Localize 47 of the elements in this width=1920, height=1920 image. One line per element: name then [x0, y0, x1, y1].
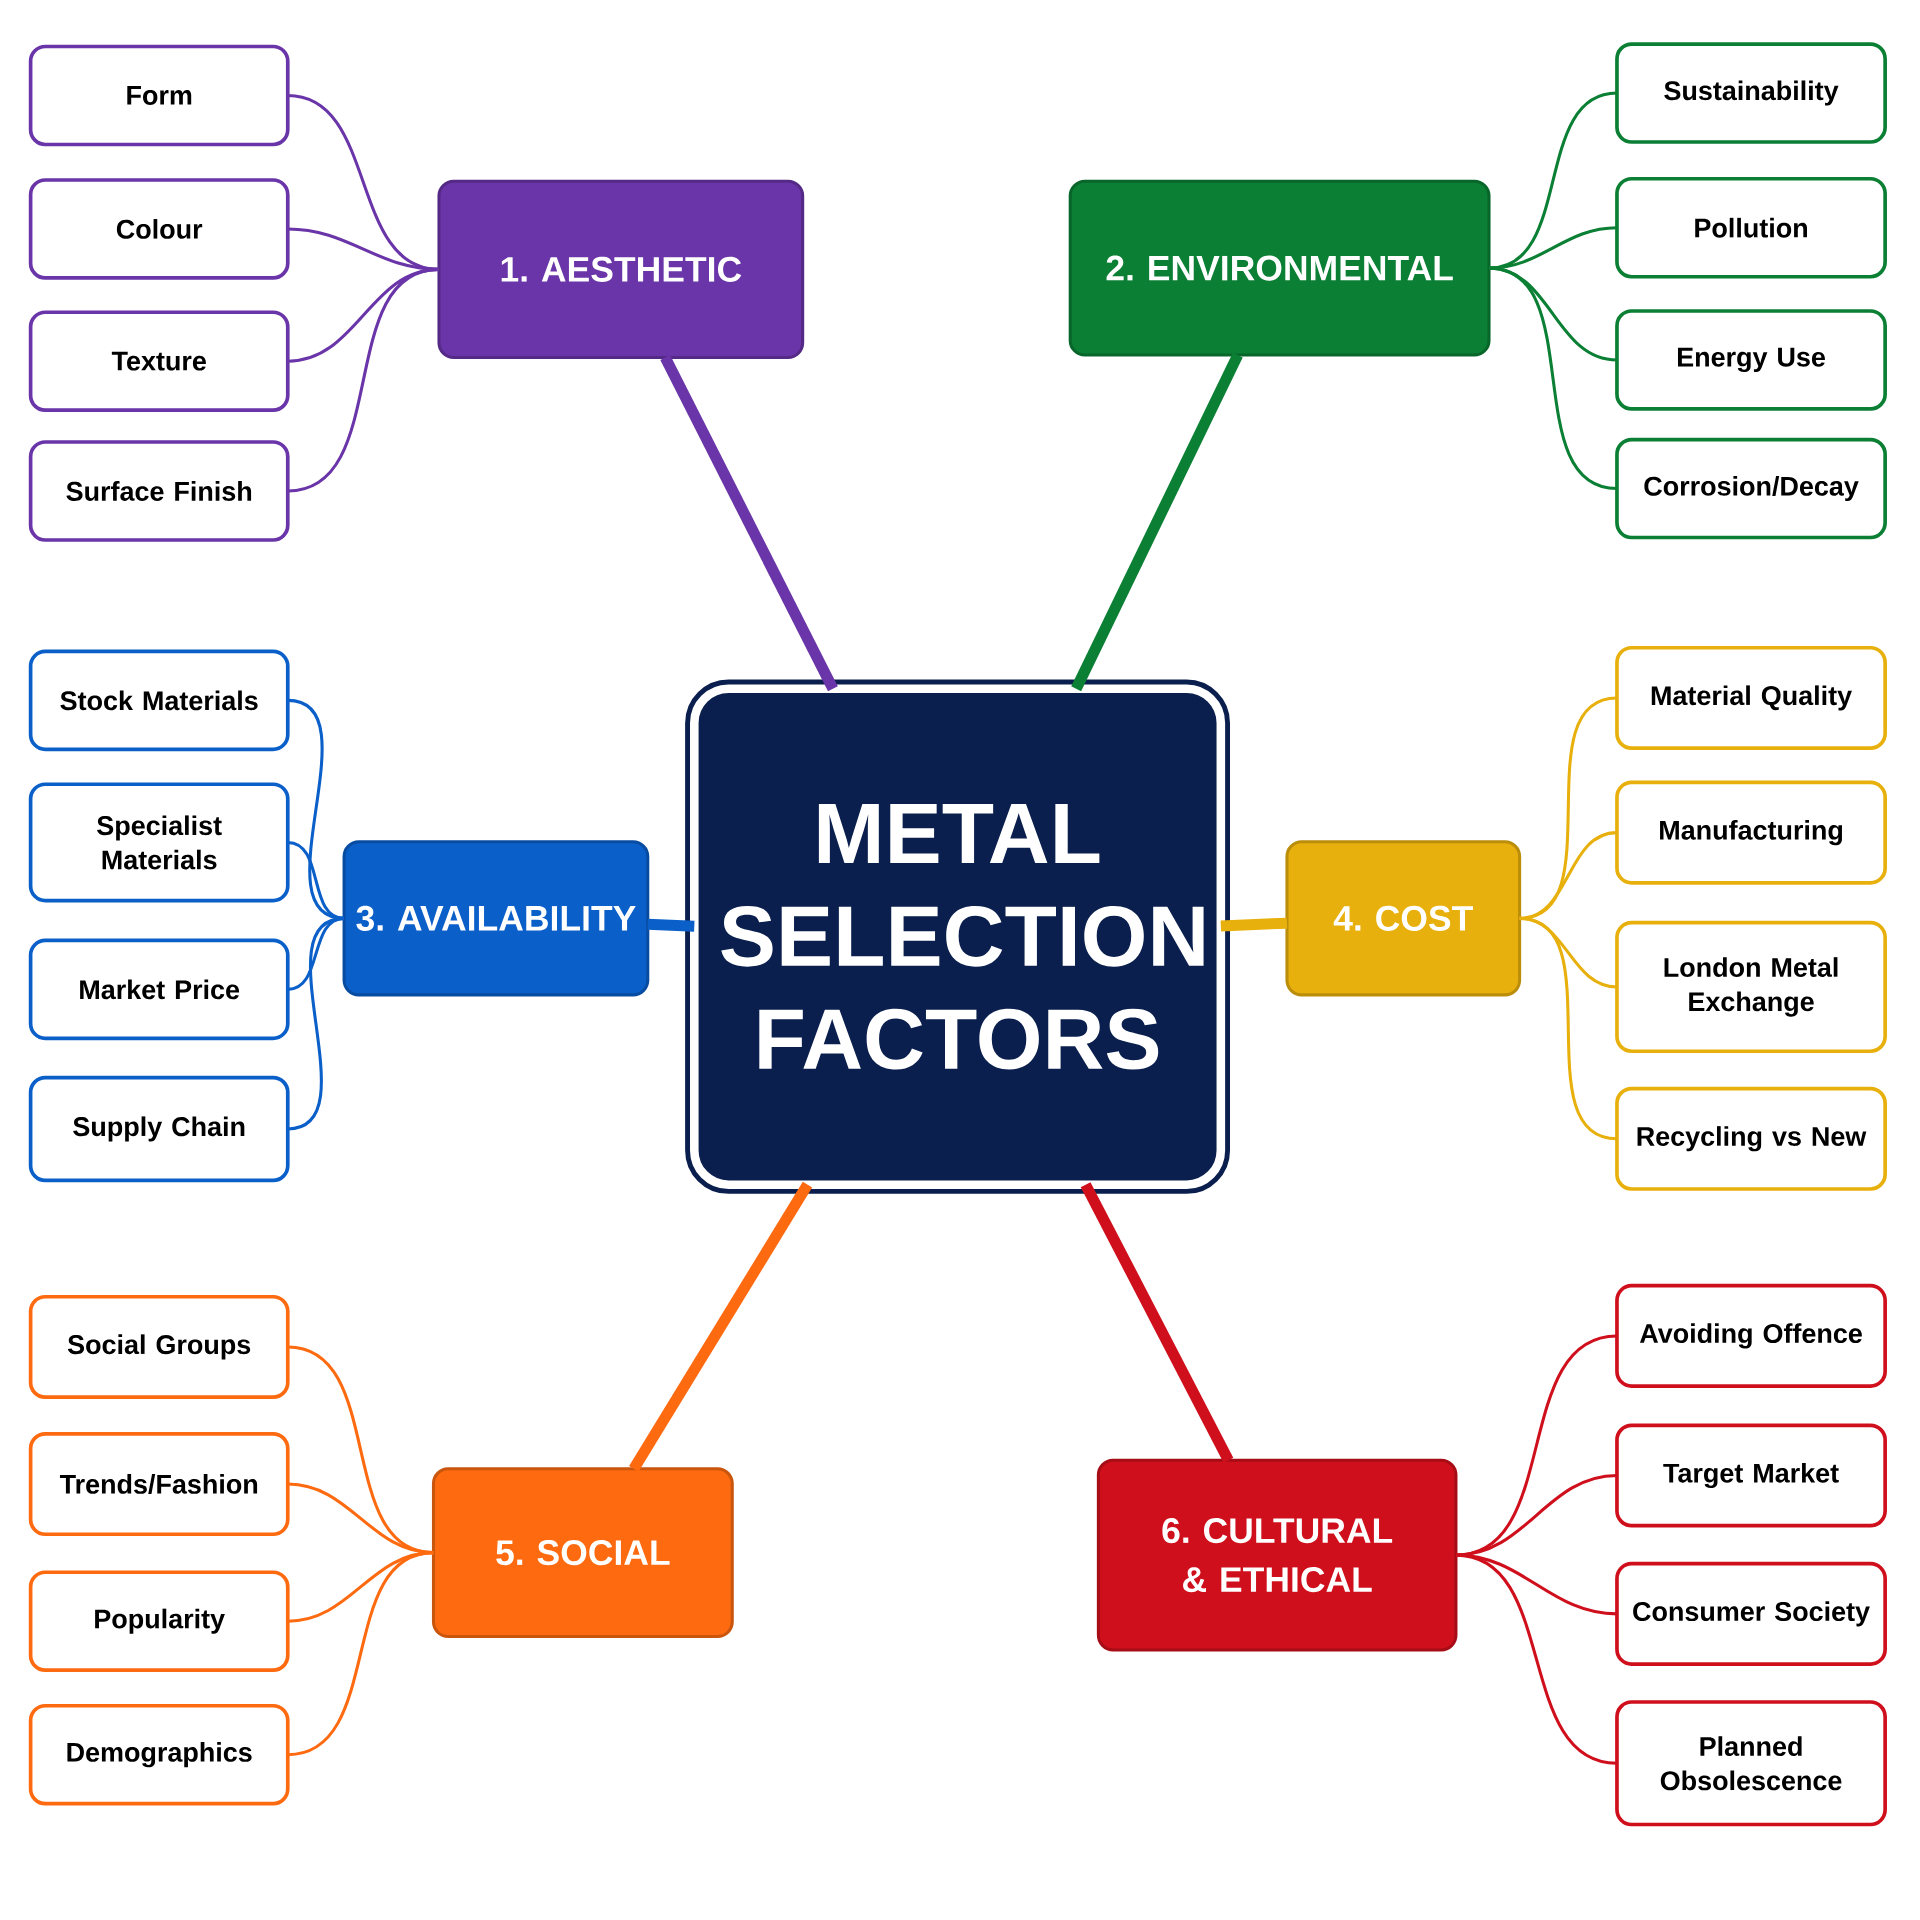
connector-line: [660, 355, 838, 692]
factor-box: Popularity: [28, 1570, 290, 1673]
factor-box: Avoiding Offence: [1615, 1283, 1887, 1388]
category-box: 5. SOCIAL: [431, 1467, 734, 1639]
category-box: 3. AVAILABILITY: [342, 840, 650, 997]
factor-box: Energy Use: [1615, 309, 1887, 411]
connector-line: [287, 840, 345, 920]
category-box: 4. COST: [1285, 840, 1522, 997]
connector-line: [287, 1551, 434, 1757]
title-box: METAL SELECTION FACTORS: [685, 679, 1230, 1194]
connector-line: [1071, 352, 1243, 692]
factor-box: Surface Finish: [28, 440, 290, 542]
factor-box: Trends/Fashion: [28, 1432, 290, 1537]
category-box: 1. AESTHETIC: [437, 179, 805, 360]
connector-line: [1519, 916, 1618, 1141]
factor-box: Supply Chain: [28, 1075, 290, 1183]
factor-box: Texture: [28, 310, 290, 412]
factor-box: Form: [28, 44, 290, 147]
category-box: 6. CULTURAL & ETHICAL: [1096, 1458, 1458, 1652]
category-box: 2. ENVIRONMENTAL: [1068, 179, 1491, 357]
factor-box: Corrosion/Decay: [1615, 437, 1887, 540]
connector-line: [1220, 917, 1288, 932]
factor-box: London Metal Exchange: [1615, 920, 1887, 1054]
connector-line: [287, 267, 440, 493]
factor-box: Pollution: [1615, 176, 1887, 279]
connector-line: [1080, 1182, 1234, 1463]
connector-line: [1455, 1553, 1618, 1765]
factor-box: Material Quality: [1615, 645, 1887, 750]
factor-box: Demographics: [28, 1703, 290, 1806]
connector-line: [1488, 226, 1618, 270]
connector-line: [1455, 1473, 1618, 1557]
factor-box: Sustainability: [1615, 42, 1887, 144]
factor-box: Consumer Society: [1615, 1561, 1887, 1666]
factor-box: Colour: [28, 178, 290, 280]
factor-box: Manufacturing: [1615, 780, 1887, 885]
factor-box: Target Market: [1615, 1423, 1887, 1528]
connector-line: [1488, 266, 1618, 491]
factor-box: Social Groups: [28, 1294, 290, 1399]
connector-line: [629, 1181, 813, 1472]
factor-box: Recycling vs New: [1615, 1086, 1887, 1191]
factor-box: Specialist Materials: [28, 782, 290, 903]
connector-line: [287, 916, 345, 1131]
connector-line: [647, 918, 695, 932]
factor-box: Stock Materials: [28, 649, 290, 752]
factor-box: Market Price: [28, 938, 290, 1041]
factor-box: Planned Obsolescence: [1615, 1700, 1887, 1827]
connector-line: [1488, 91, 1618, 270]
